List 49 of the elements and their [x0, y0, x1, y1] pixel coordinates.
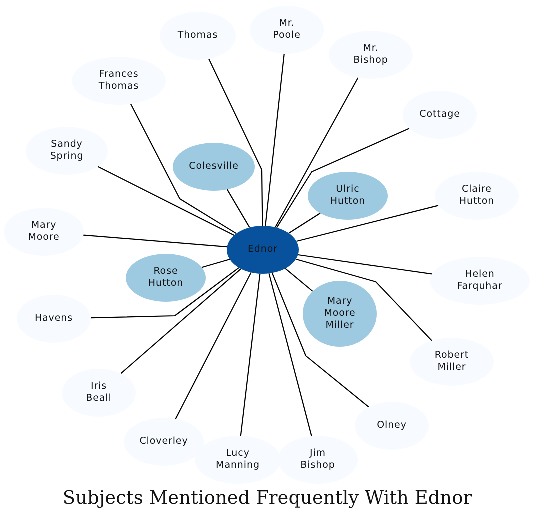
connector-line: [285, 268, 314, 292]
connector-line: [130, 104, 237, 234]
node-label: Ednor: [248, 244, 278, 256]
connector-line: [288, 212, 321, 234]
node-label: Havens: [34, 313, 74, 325]
connector-line: [90, 267, 240, 319]
node-label: Robert Miller: [434, 350, 470, 374]
connector-line: [265, 54, 285, 226]
topic-ellipse: [403, 91, 477, 139]
node-label: Ulric Hutton: [330, 184, 366, 208]
connector-line: [268, 273, 312, 436]
node-label: Olney: [377, 420, 407, 432]
node-label: Mr. Poole: [273, 18, 301, 42]
node-label: Jim Bishop: [300, 448, 336, 472]
connector-line: [275, 78, 359, 228]
node-label: Mr. Bishop: [354, 43, 388, 67]
node-label: Mary Moore Miller: [324, 296, 356, 332]
node-label: Mary Moore: [28, 220, 60, 244]
connector-line: [240, 274, 261, 436]
connector-line: [226, 189, 250, 228]
diagram-title: Subjects Mentioned Frequently With Ednor: [62, 488, 472, 510]
connector-line: [296, 205, 439, 242]
topic-ellipse: [126, 254, 206, 302]
node-label: Colesville: [189, 161, 239, 173]
connector-line: [175, 272, 252, 420]
node-label: Cottage: [420, 109, 460, 121]
topic-ellipse: [303, 281, 377, 347]
topic-ellipse: [227, 226, 299, 274]
node-label: Frances Thomas: [98, 69, 140, 93]
connector-line: [272, 273, 370, 408]
node-label: Cloverley: [140, 436, 188, 448]
topic-ellipse: [173, 143, 255, 191]
node-label: Helen Farquhar: [457, 269, 503, 293]
node-label: Claire Hutton: [459, 184, 495, 208]
connector-line: [202, 258, 230, 268]
connector-line: [208, 58, 264, 226]
node-label: Lucy Manning: [216, 448, 260, 472]
topic-ellipse: [308, 172, 388, 220]
node-label: Iris Beall: [86, 381, 112, 405]
connector-line: [98, 166, 235, 236]
node-label: Thomas: [178, 30, 218, 42]
node-label: Rose Hutton: [148, 266, 184, 290]
connector-line: [298, 254, 432, 275]
connector-line: [276, 128, 410, 228]
connector-line: [296, 258, 432, 342]
connector-line: [120, 268, 242, 374]
node-label: Sandy Spring: [50, 139, 84, 163]
connector-line: [84, 234, 228, 248]
topic-ellipse: [26, 127, 108, 175]
